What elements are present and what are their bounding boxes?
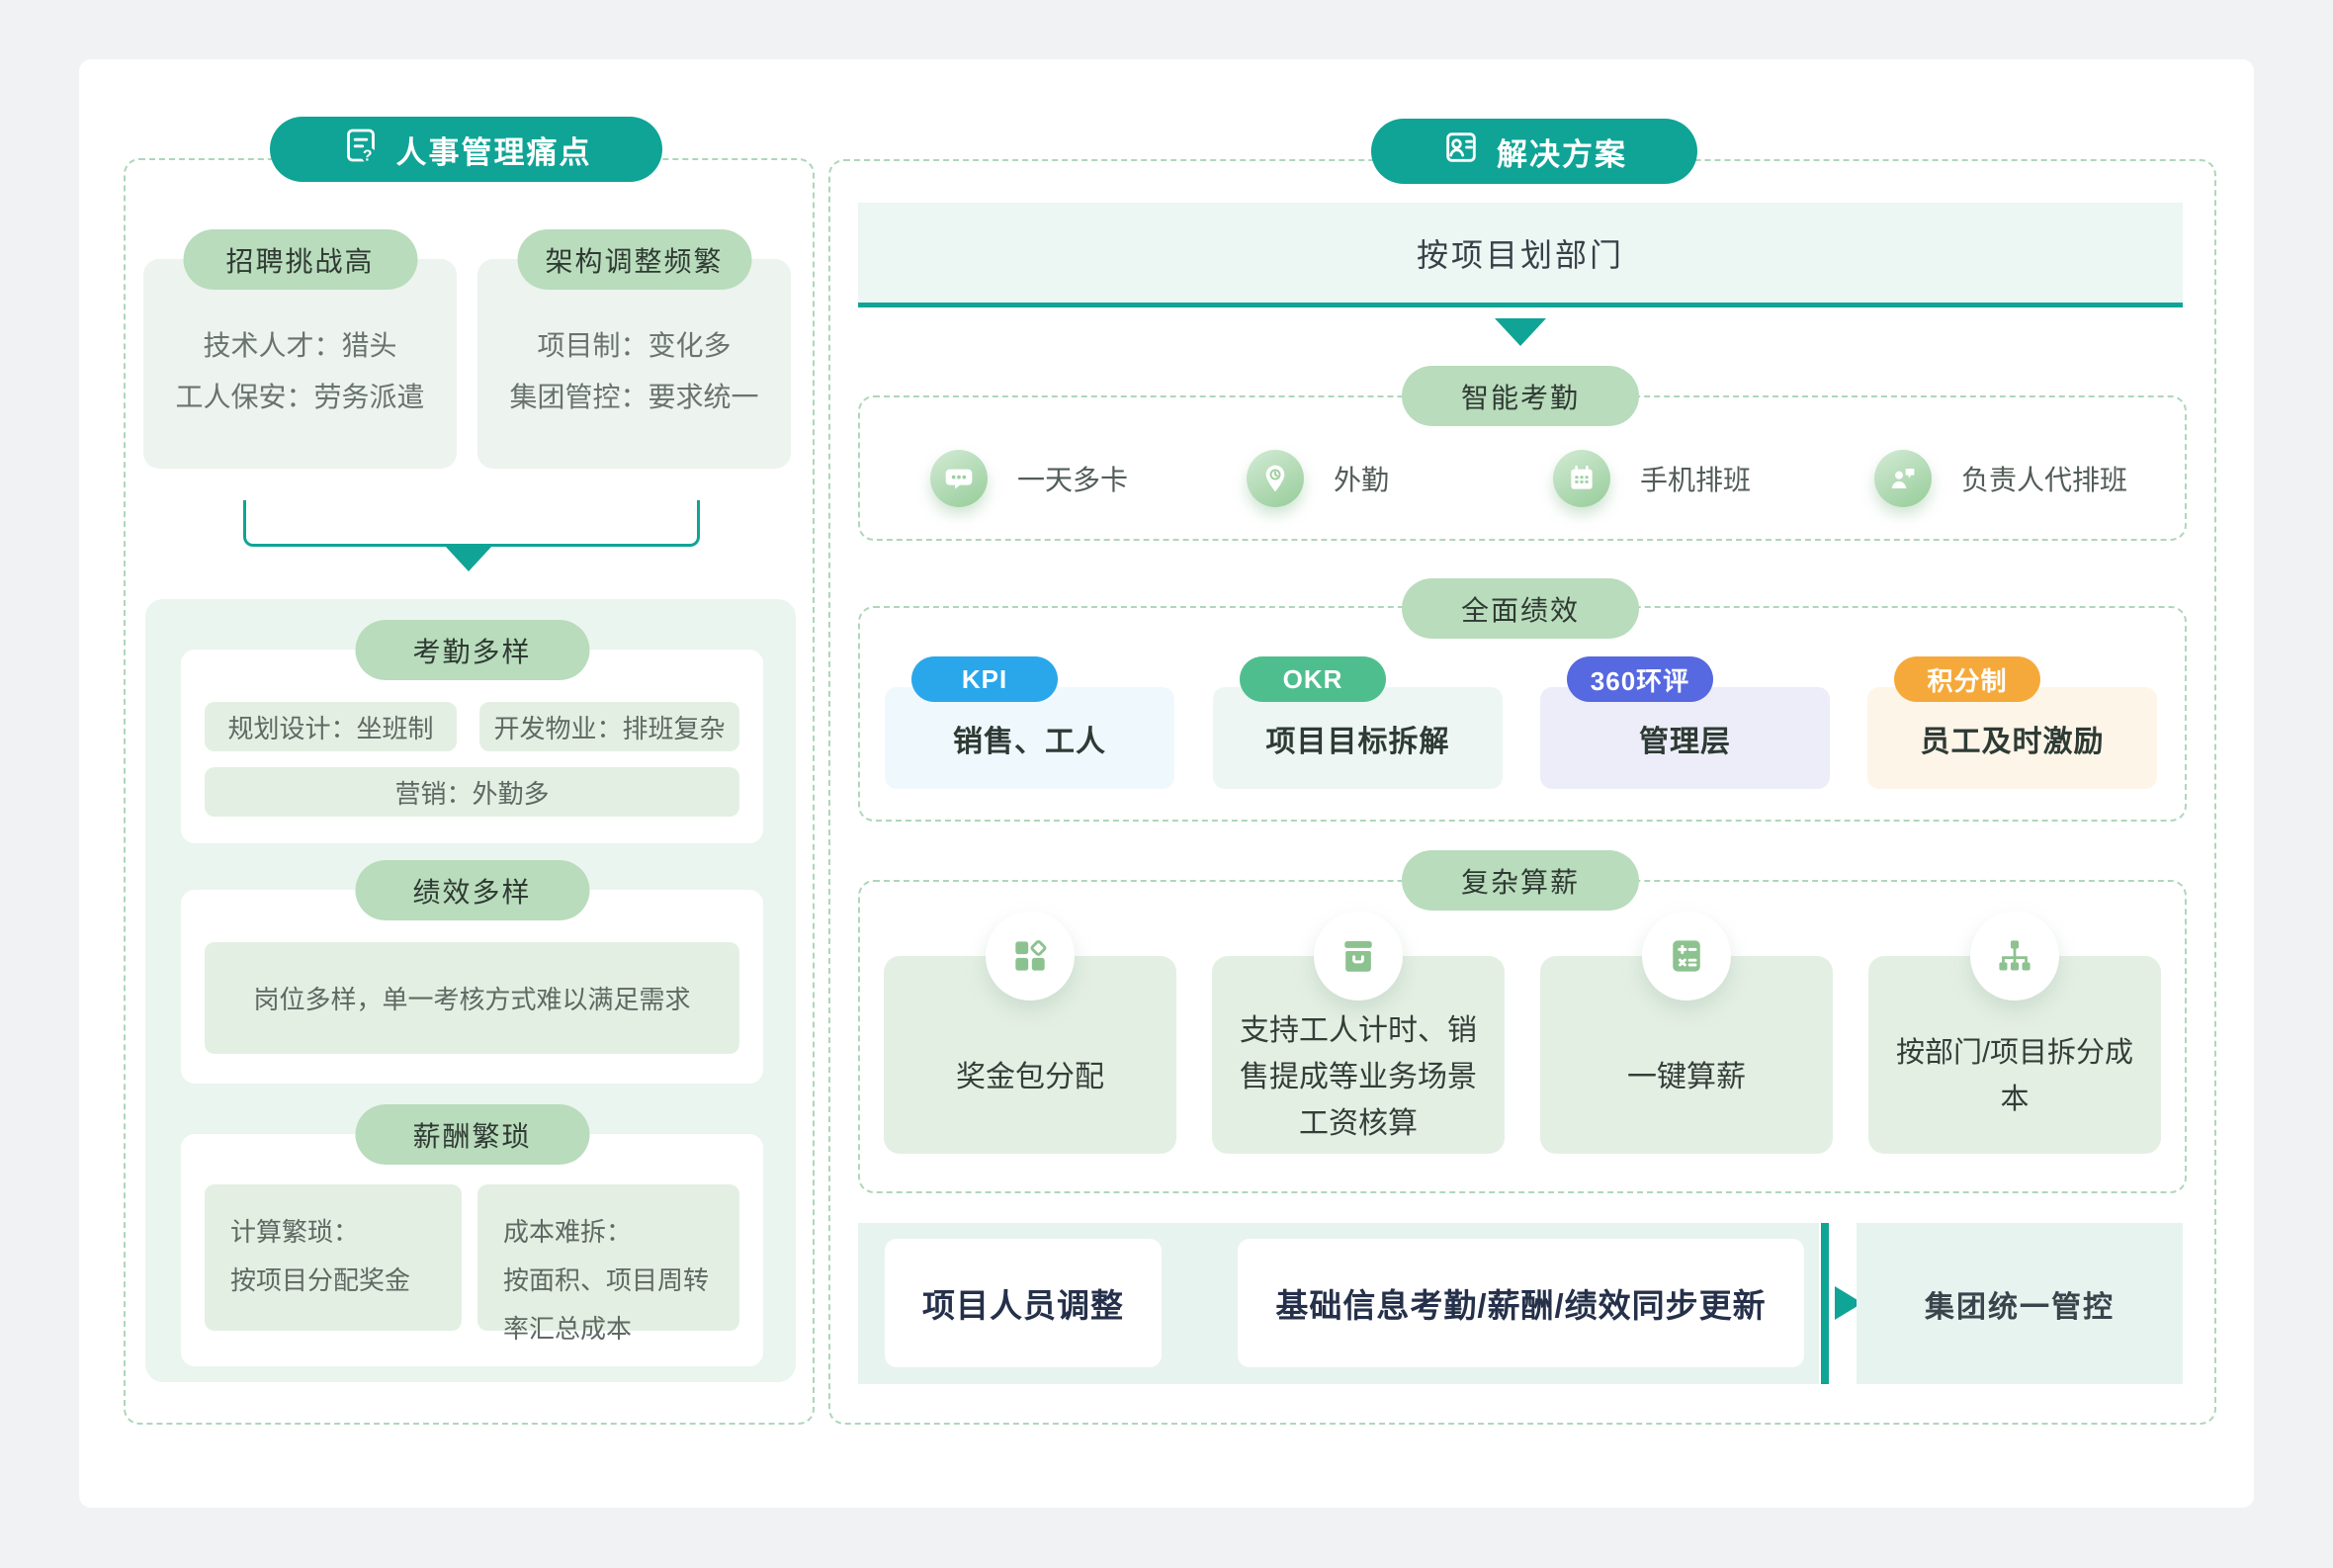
payroll-card-split-cost: 按部门/项目拆分成本 — [1868, 912, 2161, 1154]
pain-card-structure: 架构调整频繁 项目制：变化多 集团管控：要求统一 — [477, 229, 791, 469]
section-performance-variety: 绩效多样 岗位多样，单一考核方式难以满足需求 — [181, 860, 763, 1084]
pain-card-body: 技术人才：猎头 工人保安：劳务派遣 — [143, 259, 457, 423]
department-by-project-label: 按项目划部门 — [1416, 236, 1624, 273]
perf-tag: 360环评 — [1567, 656, 1713, 702]
chip-area: 岗位多样，单一考核方式难以满足需求 — [205, 942, 739, 1054]
attendance-label: 负责人代排班 — [1961, 465, 2128, 495]
divider — [1821, 1223, 1829, 1384]
attendance-item: 手机排班 — [1553, 450, 1751, 507]
calendar-icon — [1553, 450, 1610, 507]
attendance-label: 手机排班 — [1640, 465, 1752, 495]
chip-area: 计算繁琐： 按项目分配奖金 成本难拆： 按面积、项目周转率汇总成本 — [205, 1184, 739, 1344]
chip-body: 按面积、项目周转率汇总成本 — [503, 1265, 710, 1344]
bonus-grid-icon — [986, 912, 1075, 1001]
attendance-item: 一天多卡 — [930, 450, 1128, 507]
chip: 开发物业：排班复杂 — [479, 702, 739, 751]
chip: 岗位多样，单一考核方式难以满足需求 — [205, 942, 739, 1054]
group-control-box: 集团统一管控 — [1857, 1223, 2183, 1384]
person-card-icon — [1441, 128, 1481, 175]
complex-payroll-pill: 复杂算薪 — [1402, 850, 1639, 911]
perf-card-text: 销售、工人 — [953, 725, 1106, 758]
chat-dots-icon — [930, 450, 988, 507]
section-title-pill: 考勤多样 — [355, 620, 589, 680]
perf-card-360: 360环评 管理层 — [1540, 656, 1830, 789]
chip-head: 成本难拆： — [503, 1217, 633, 1247]
pain-card-title: 架构调整频繁 — [545, 245, 724, 277]
pain-card-body: 项目制：变化多 集团管控：要求统一 — [477, 259, 791, 423]
section-attendance-variety: 考勤多样 规划设计：坐班制 开发物业：排班复杂 营销：外勤多 — [181, 620, 763, 843]
group-control-label: 集团统一管控 — [1925, 1290, 2115, 1324]
chip-head: 计算繁琐： — [230, 1217, 360, 1247]
payroll-card-scenarios: 支持工人计时、销售提成等业务场景工资核算 — [1212, 912, 1505, 1154]
perf-tag: OKR — [1240, 656, 1386, 702]
complex-payroll-title: 复杂算薪 — [1460, 866, 1580, 898]
svg-text:?: ? — [362, 148, 375, 165]
attendance-item: 外勤 — [1247, 450, 1389, 507]
calculator-icon — [1642, 912, 1731, 1001]
payroll-card-bonus: 奖金包分配 — [884, 912, 1176, 1154]
perf-tag: 积分制 — [1894, 656, 2040, 702]
pain-line: 项目制：变化多 — [537, 330, 732, 361]
pain-points-title-pill: ? 人事管理痛点 — [270, 117, 662, 182]
down-arrow-icon — [1495, 318, 1546, 346]
pain-line: 集团管控：要求统一 — [509, 382, 759, 412]
solution-title-pill: 解决方案 — [1371, 119, 1697, 184]
smart-attendance-pill: 智能考勤 — [1402, 366, 1639, 426]
pain-card-title: 招聘挑战高 — [225, 245, 375, 277]
smart-attendance-title: 智能考勤 — [1460, 382, 1580, 413]
section-title-pill: 绩效多样 — [355, 860, 589, 920]
full-performance-pill: 全面绩效 — [1402, 578, 1639, 639]
solution-title: 解决方案 — [1497, 136, 1627, 172]
bracket-connector — [243, 500, 700, 547]
pain-card-recruiting: 招聘挑战高 技术人才：猎头 工人保安：劳务派遣 — [143, 229, 457, 469]
pain-card-title-pill: 招聘挑战高 — [183, 229, 417, 290]
chip-row: 规划设计：坐班制 开发物业：排班复杂 — [205, 702, 739, 751]
chip-body: 按项目分配奖金 — [230, 1265, 411, 1295]
perf-card-points: 积分制 员工及时激励 — [1867, 656, 2157, 789]
perf-card-okr: OKR 项目目标拆解 — [1213, 656, 1503, 789]
archive-box-icon — [1314, 912, 1403, 1001]
payroll-card-text: 奖金包分配 — [956, 1060, 1104, 1093]
payroll-card-text: 一键算薪 — [1627, 1060, 1746, 1093]
org-chart-icon — [1970, 912, 2059, 1001]
section-title: 考勤多样 — [412, 636, 532, 667]
section-title: 绩效多样 — [412, 876, 532, 908]
location-pin-clock-icon — [1247, 450, 1304, 507]
chip: 计算繁琐： 按项目分配奖金 — [205, 1184, 462, 1331]
down-arrow-icon — [445, 546, 492, 571]
perf-card-text: 管理层 — [1639, 725, 1731, 758]
chip: 规划设计：坐班制 — [205, 702, 457, 751]
perf-card-kpi: KPI 销售、工人 — [885, 656, 1174, 789]
chip: 营销：外勤多 — [205, 767, 739, 817]
full-performance-title: 全面绩效 — [1460, 594, 1580, 626]
payroll-card-text: 支持工人计时、销售提成等业务场景工资核算 — [1240, 1013, 1477, 1140]
section-payroll-complexity: 薪酬繁琐 计算繁琐： 按项目分配奖金 成本难拆： 按面积、项目周转率汇总成本 — [181, 1104, 763, 1366]
payroll-card-text: 按部门/项目拆分成本 — [1895, 1037, 2134, 1115]
bottom-card-personnel: 项目人员调整 — [885, 1239, 1162, 1367]
payroll-card-one-click: 一键算薪 — [1540, 912, 1833, 1154]
chip-area: 规划设计：坐班制 开发物业：排班复杂 营销：外勤多 — [205, 702, 739, 817]
section-title-pill: 薪酬繁琐 — [355, 1104, 589, 1165]
pain-card-title-pill: 架构调整频繁 — [517, 229, 751, 290]
perf-card-text: 项目目标拆解 — [1265, 725, 1450, 758]
section-title: 薪酬繁琐 — [412, 1120, 532, 1152]
bottom-card-sync: 基础信息考勤/薪酬/绩效同步更新 — [1238, 1239, 1804, 1367]
person-delegate-icon — [1874, 450, 1932, 507]
document-question-icon: ? — [341, 126, 381, 173]
perf-tag: KPI — [911, 656, 1058, 702]
attendance-label: 外勤 — [1334, 465, 1390, 495]
pain-line: 工人保安：劳务派遣 — [175, 382, 425, 412]
perf-card-text: 员工及时激励 — [1920, 725, 2105, 758]
pain-line: 技术人才：猎头 — [203, 330, 397, 361]
department-by-project-bar: 按项目划部门 — [858, 203, 2183, 307]
attendance-item: 负责人代排班 — [1874, 450, 2127, 507]
chip: 成本难拆： 按面积、项目周转率汇总成本 — [477, 1184, 739, 1344]
attendance-label: 一天多卡 — [1017, 465, 1129, 495]
pain-points-title: 人事管理痛点 — [395, 134, 592, 170]
